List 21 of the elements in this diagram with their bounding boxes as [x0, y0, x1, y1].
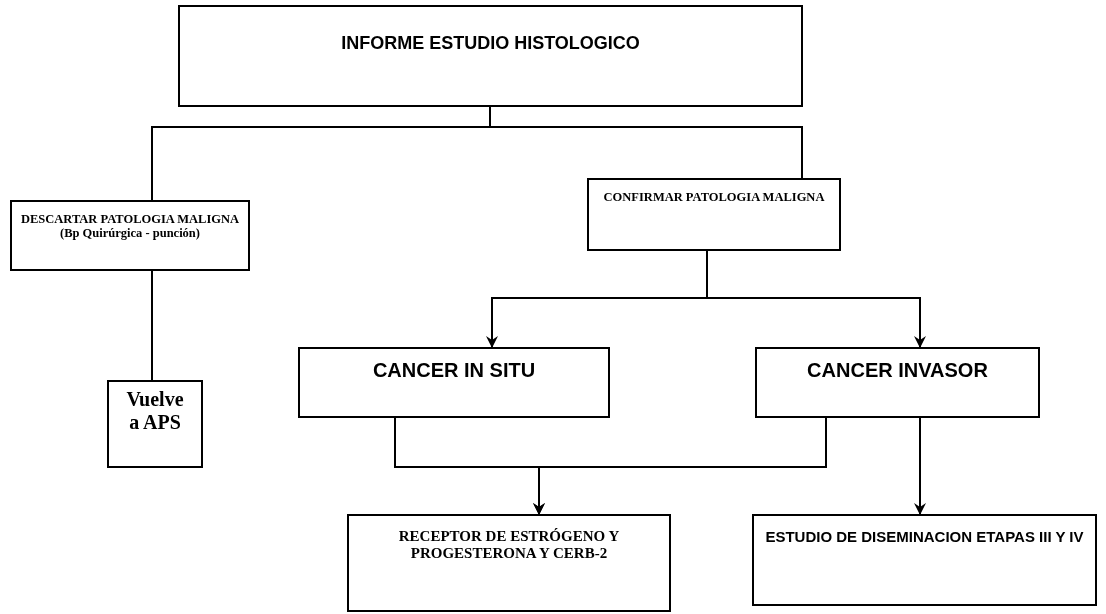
box-label: Vuelve a APS: [125, 388, 185, 434]
box-label: RECEPTOR DE ESTRÓGENO Y PROGESTERONA Y CERB-2: [397, 528, 621, 563]
process-box: [587, 178, 841, 251]
process-box: [298, 347, 610, 418]
arrow: [533, 417, 827, 515]
process-box: [178, 5, 803, 107]
box-label: DESCARTAR PATOLOGIA MALIGNA: [20, 212, 240, 227]
process-box: [107, 380, 203, 468]
process-box: [755, 347, 1040, 418]
arrow: [706, 250, 926, 348]
box-label: INFORME ESTUDIO HISTOLOGICO: [341, 33, 640, 54]
process-box: [10, 200, 250, 271]
box-label: CONFIRMAR PATOLOGIA MALIGNA: [603, 190, 825, 205]
arrow: [914, 417, 926, 515]
connector-line: [151, 270, 153, 381]
box-label: CANCER INVASOR: [807, 359, 988, 382]
process-box: [752, 514, 1097, 606]
process-box: [347, 514, 671, 612]
box-label: (Bp Quirúrgica - punción): [60, 226, 200, 241]
box-label: CANCER IN SITU: [372, 359, 536, 382]
box-label: ESTUDIO DE DISEMINACION ETAPAS III Y IV: [765, 528, 1084, 546]
